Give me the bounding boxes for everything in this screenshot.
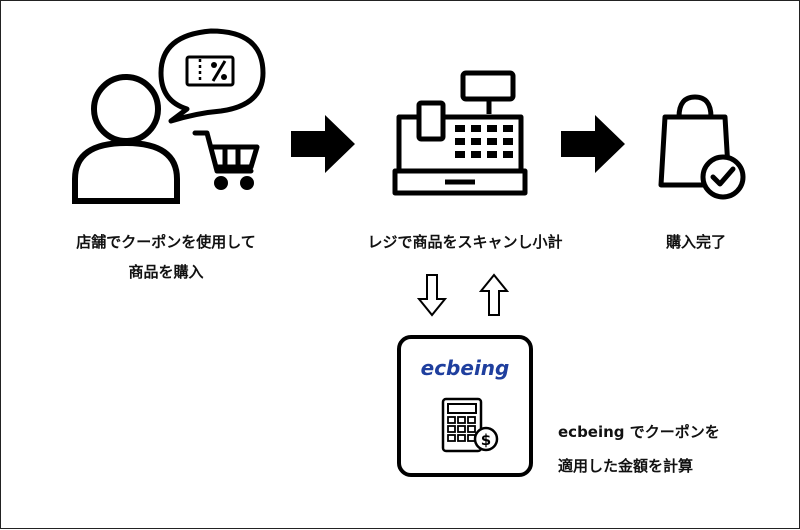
- cash-register-icon: [392, 70, 528, 196]
- svg-text:$: $: [481, 431, 491, 449]
- ecbeing-description: ecbeing でクーポンを 適用した金額を計算: [558, 423, 720, 475]
- right-arrow-icon: [561, 115, 625, 173]
- ecbeing-logo: ecbeing: [421, 356, 510, 380]
- coupon-icon: [185, 55, 235, 87]
- down-arrow-outline-icon: [416, 274, 448, 317]
- right-arrow-icon: [291, 115, 355, 173]
- complete-step-label: 購入完了: [665, 233, 726, 251]
- register-step-label: レジで商品をスキャンし小計: [367, 233, 563, 251]
- shopping-cart-icon: [192, 130, 260, 190]
- person-icon: [72, 74, 180, 204]
- cash-register-keys: [455, 125, 513, 158]
- calculator-icon: [441, 397, 483, 453]
- check-circle-icon: [700, 154, 746, 200]
- customer-step-label: 店舗でクーポンを使用して 商品を購入: [76, 233, 256, 281]
- up-arrow-outline-icon: [478, 273, 510, 316]
- dollar-coin-icon: $: [473, 426, 499, 452]
